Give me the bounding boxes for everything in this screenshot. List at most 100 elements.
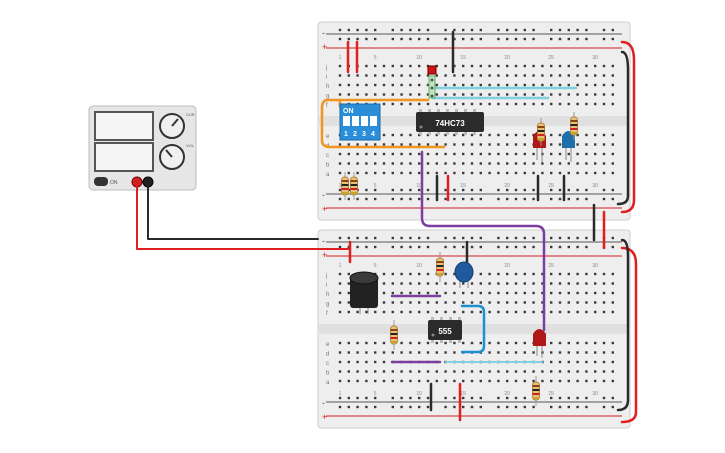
- bb-top-rail-plus-top: +: [322, 42, 327, 52]
- dip-switch[interactable]: ON 1 2 3 4: [339, 103, 381, 141]
- bb-top-col-top-5: 5: [374, 55, 377, 61]
- bb-top-row-f: f: [326, 103, 328, 109]
- bb-top-col-bottom-30: 30: [592, 183, 598, 189]
- dip-toggle-2[interactable]: [352, 116, 359, 126]
- psu-positive-terminal[interactable]: [131, 176, 143, 188]
- wire-right-red-bottom[interactable]: [620, 246, 638, 424]
- bb-bottom-row-b: b: [326, 371, 330, 377]
- psu-display-voltage: [94, 142, 154, 172]
- bb-top-col-top-30: 30: [592, 55, 598, 61]
- resistor-top-2[interactable]: [350, 172, 358, 200]
- bb-bottom-col-bottom-15: 15: [460, 391, 466, 397]
- psu-voltage-label: VOL: [186, 143, 195, 148]
- bb-bottom-rail-plus-top: +: [322, 250, 327, 260]
- bb-bottom-row-c: c: [326, 361, 329, 367]
- wire-clock-purple[interactable]: [420, 150, 546, 332]
- bb-bottom-row-g: g: [326, 302, 329, 308]
- bb-top-col-top-15: 15: [460, 55, 466, 61]
- wires: [136, 30, 638, 424]
- bb-bottom-col-bottom-30: 30: [592, 391, 598, 397]
- bb-bottom-col-bottom-25: 25: [548, 391, 554, 397]
- bb-top-col-top-10: 10: [416, 55, 422, 61]
- bb-top-rail-minus-top: -: [322, 28, 325, 38]
- psu-negative-terminal[interactable]: [142, 176, 154, 188]
- chip-555-label: 555: [438, 327, 452, 336]
- led-blue-top[interactable]: [562, 131, 575, 162]
- bb-top-row-j: j: [325, 65, 327, 71]
- bb-bottom-col-top-1: 1: [339, 263, 342, 269]
- bb-bottom-col-top-10: 10: [416, 263, 422, 269]
- chip-74hc73-label: 74HC73: [435, 119, 465, 128]
- bb-top-row-c: c: [326, 153, 329, 159]
- bb-top-rail-minus-bottom: -: [322, 190, 325, 200]
- bb-top-col-top-25: 25: [548, 55, 554, 61]
- bb-bottom-rail-minus-top: -: [322, 236, 325, 246]
- bb-bottom-col-bottom-1: 1: [339, 391, 342, 397]
- power-supply[interactable]: CUR VOL ON: [88, 105, 197, 191]
- psu-power-button[interactable]: [94, 177, 108, 186]
- dip-switch-on-label: ON: [343, 108, 354, 115]
- ceramic-capacitor[interactable]: [454, 261, 474, 288]
- dip-toggle-3[interactable]: [361, 116, 368, 126]
- bb-top-col-bottom-5: 5: [374, 183, 377, 189]
- bb-top-col-top-20: 20: [504, 55, 510, 61]
- bb-bottom-row-e: e: [326, 342, 330, 348]
- bb-top-row-i: i: [326, 75, 327, 81]
- resistor-bottom-2[interactable]: [390, 320, 398, 350]
- dip-position-3: 3: [362, 131, 366, 138]
- bb-top-col-bottom-20: 20: [504, 183, 510, 189]
- wire-right-red-top[interactable]: [620, 40, 636, 214]
- wire-dip-orange-upper[interactable]: [320, 98, 446, 149]
- bb-top-row-e: e: [326, 134, 330, 140]
- chip-555-pins: [431, 317, 461, 343]
- wire-bottom-blue[interactable]: [460, 304, 486, 354]
- bb-top-holes[interactable]: [338, 28, 614, 201]
- bb-bottom-row-i: i: [326, 283, 327, 289]
- bb-bottom-col-bottom-5: 5: [374, 391, 377, 397]
- bb-bottom-row-h: h: [326, 292, 329, 298]
- chip-74hc73[interactable]: 74HC73: [416, 109, 484, 135]
- resistor-bottom-1[interactable]: [436, 252, 444, 282]
- bb-bottom-col-top-30: 30: [592, 263, 598, 269]
- top-header-pins: [427, 65, 437, 99]
- wire-right-black-bottom[interactable]: [616, 238, 630, 412]
- resistor-top-1[interactable]: [341, 172, 349, 200]
- resistor-top-led-red[interactable]: [537, 118, 545, 146]
- bb-top-rail-plus-bottom: +: [322, 204, 327, 214]
- chip-74hc73-pins: [419, 109, 476, 135]
- bb-bottom-row-j: j: [325, 273, 327, 279]
- dip-position-1: 1: [344, 131, 348, 138]
- bb-top-col-top-1: 1: [339, 55, 342, 61]
- bb-top-col-bottom-15: 15: [460, 183, 466, 189]
- wire-psu-negative[interactable]: [147, 186, 319, 240]
- bb-bottom-col-top-20: 20: [504, 263, 510, 269]
- psu-power-label: ON: [110, 180, 118, 186]
- bb-top-row-h: h: [326, 84, 329, 90]
- psu-current-label: CUR: [186, 112, 195, 117]
- bb-bottom-rail-minus-bottom: -: [322, 398, 325, 408]
- dip-toggle-1[interactable]: [343, 116, 350, 126]
- bb-bottom-col-bottom-10: 10: [416, 391, 422, 397]
- bb-bottom-row-f: f: [326, 311, 328, 317]
- resistor-top-led-blue[interactable]: [570, 112, 578, 140]
- bb-top-row-b: b: [326, 163, 330, 169]
- bb-top-row-g: g: [326, 94, 329, 100]
- bb-bottom-col-bottom-20: 20: [504, 391, 510, 397]
- bb-bottom-rail-plus-bottom: +: [322, 412, 327, 422]
- bb-top-col-bottom-1: 1: [339, 183, 342, 189]
- dip-position-4: 4: [371, 131, 375, 138]
- chip-555[interactable]: 555: [428, 317, 462, 343]
- bb-bottom-col-top-25: 25: [548, 263, 554, 269]
- bb-top-col-bottom-25: 25: [548, 183, 554, 189]
- bb-bottom-row-d: d: [326, 352, 329, 358]
- bb-top-col-bottom-10: 10: [416, 183, 422, 189]
- dip-toggle-4[interactable]: [370, 116, 377, 126]
- wire-right-black-top[interactable]: [616, 50, 630, 206]
- led-red-bottom[interactable]: [533, 329, 546, 358]
- dip-position-2: 2: [353, 131, 357, 138]
- resistors: [341, 112, 578, 406]
- resistor-bottom-3[interactable]: [532, 376, 540, 406]
- electrolytic-capacitor[interactable]: [349, 271, 379, 314]
